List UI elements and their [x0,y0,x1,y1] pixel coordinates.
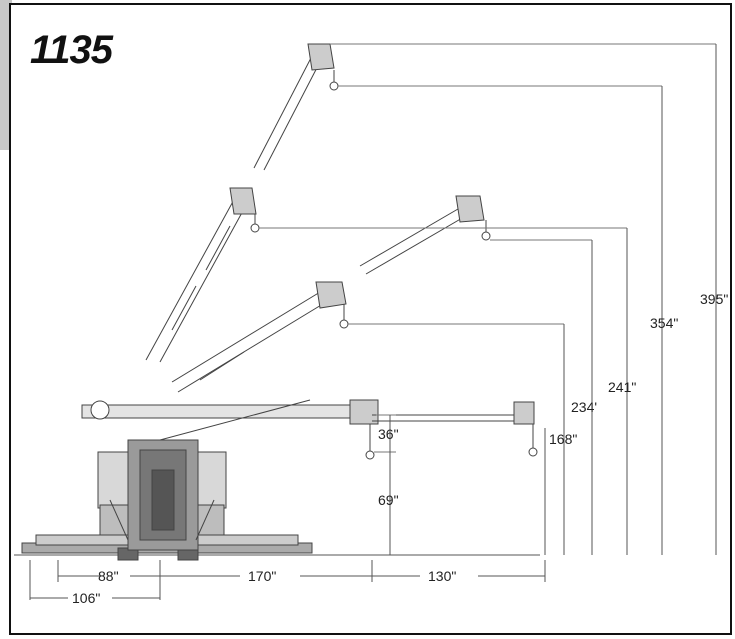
dim-130: 130" [428,568,456,584]
boom-horizontal [81,399,538,460]
boom-angle-2 [359,195,491,275]
dim-354: 354" [650,315,678,331]
dim-69: 69" [378,492,399,508]
dim-36: 36" [378,426,399,442]
horizontal-dimensions [29,560,546,600]
model-title: 1135 [30,28,113,72]
dim-241: 241" [608,379,636,395]
dim-106: 106" [72,590,100,606]
crane-body [97,439,227,551]
dim-170: 170" [248,568,276,584]
dim-88: 88" [98,568,119,584]
dim-168: 168" [549,431,577,447]
vertical-dimensions [389,44,717,555]
reference-lines [259,43,716,453]
boom-angle-1 [171,281,349,393]
dim-234: 234' [571,399,597,415]
dim-395: 395" [700,291,728,307]
boom-angle-4 [253,43,339,171]
boom-angle-3 [145,187,260,363]
